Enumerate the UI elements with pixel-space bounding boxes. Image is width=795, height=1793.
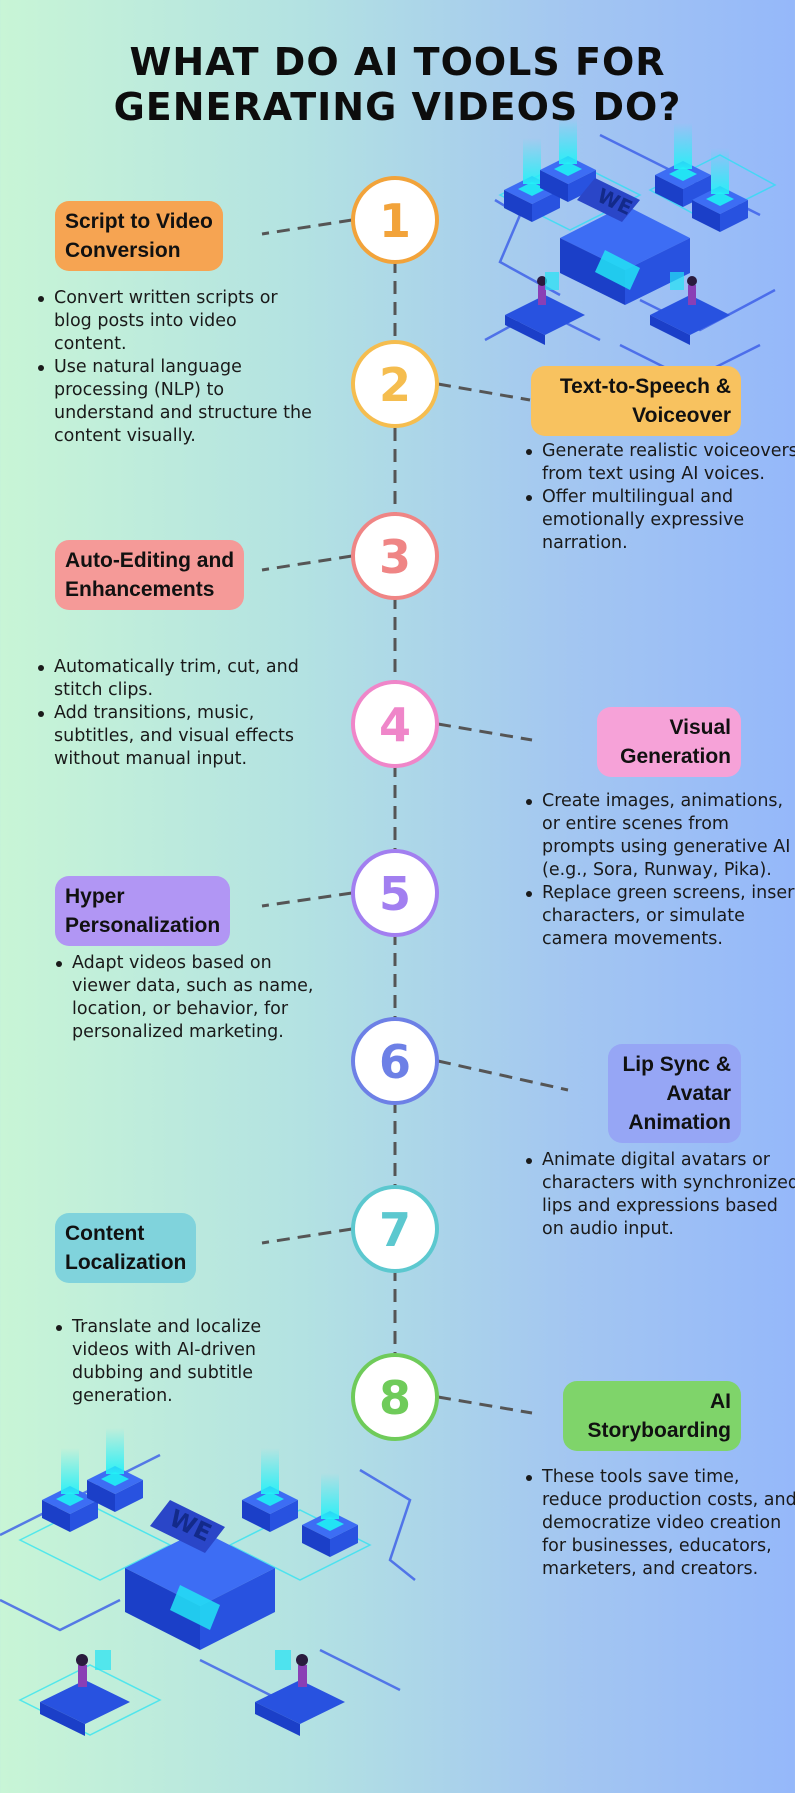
isometric-server-illustration-top: WE <box>484 118 777 382</box>
connector-1 <box>261 218 353 236</box>
step-circle-5: 5 <box>351 849 439 937</box>
step-number-2: 2 <box>379 358 411 412</box>
step-number-7: 7 <box>379 1203 411 1257</box>
connector-6 <box>437 1059 569 1092</box>
step-label-7-line-2: Localization <box>65 1251 187 1274</box>
circle-5-ring <box>351 849 439 937</box>
step-4-bullet-2: Replace green screens, insert characters… <box>526 882 795 951</box>
step-circle-2: 2 <box>351 340 439 428</box>
step-label-4-line-2: Generation <box>620 745 731 768</box>
title-line-1: WHAT DO AI TOOLS FOR <box>129 40 666 84</box>
connector-4 <box>437 722 533 742</box>
step-circle-8: 8 <box>351 1353 439 1441</box>
step-3-bullet-1: Automatically trim, cut, and stitch clip… <box>38 656 314 702</box>
step-number-5: 5 <box>379 867 411 921</box>
step-8-bullet-1: These tools save time, reduce production… <box>526 1466 795 1581</box>
step-1-bullet-1: Convert written scripts or blog posts in… <box>38 287 314 356</box>
step-label-6-line-2: Avatar <box>666 1082 731 1105</box>
step-6-bullet-1: Animate digital avatars or characters wi… <box>526 1149 795 1241</box>
step-number-4: 4 <box>379 698 411 752</box>
step-bullets-1: Convert written scripts or blog posts in… <box>34 287 314 448</box>
step-4-bullet-1: Create images, animations, or entire sce… <box>526 790 795 882</box>
step-2-bullet-2: Offer multilingual and emotionally expre… <box>526 486 795 555</box>
step-circle-7: 7 <box>351 1185 439 1273</box>
circle-3-ring <box>351 512 439 600</box>
step-bullets-5: Adapt videos based on viewer data, such … <box>52 952 322 1044</box>
step-label-4: Visual Generation <box>597 707 741 777</box>
step-label-2-line-1: Text-to-Speech & <box>559 375 731 398</box>
step-label-8-line-1: AI <box>710 1390 731 1413</box>
step-circle-4: 4 <box>351 680 439 768</box>
step-bullets-7: Translate and localize videos with AI-dr… <box>52 1316 322 1408</box>
step-bullets-2: Generate realistic voiceovers from text … <box>522 440 795 555</box>
step-label-1-line-1: Script to Video <box>65 210 213 233</box>
step-label-6-line-1: Lip Sync & <box>622 1053 731 1076</box>
step-label-4-line-1: Visual <box>669 716 731 739</box>
step-bullets-6: Animate digital avatars or characters wi… <box>522 1149 795 1241</box>
step-label-5-line-1: Hyper <box>65 885 125 908</box>
connector-8 <box>437 1395 533 1415</box>
connectors <box>261 218 569 1415</box>
circle-6-ring <box>351 1017 439 1105</box>
step-label-2: Text-to-Speech & Voiceover <box>531 366 741 436</box>
connector-2 <box>437 382 531 402</box>
isometric-server-illustration-bottom: WE <box>0 1428 416 1736</box>
step-5-bullet-1: Adapt videos based on viewer data, such … <box>56 952 322 1044</box>
step-label-3-line-1: Auto-Editing and <box>65 549 235 572</box>
step-label-1: Script to Video Conversion <box>55 201 223 271</box>
step-label-8: AI Storyboarding <box>563 1381 741 1451</box>
step-7-bullet-1: Translate and localize videos with AI-dr… <box>56 1316 322 1408</box>
connector-7 <box>261 1227 353 1245</box>
step-label-3: Auto-Editing and Enhancements <box>55 540 245 610</box>
step-number-6: 6 <box>379 1035 411 1089</box>
connector-5 <box>261 891 353 908</box>
step-number-8: 8 <box>379 1371 411 1425</box>
step-number-1: 1 <box>379 194 411 248</box>
step-label-5-line-2: Personalization <box>65 914 221 937</box>
step-label-2-line-2: Voiceover <box>632 404 731 427</box>
page-title: WHAT DO AI TOOLS FOR GENERATING VIDEOS D… <box>0 40 795 130</box>
step-2-bullet-1: Generate realistic voiceovers from text … <box>526 440 795 486</box>
step-label-6-line-3: Animation <box>628 1111 731 1134</box>
step-circle-6: 6 <box>351 1017 439 1105</box>
step-1-bullet-2: Use natural language processing (NLP) to… <box>38 356 314 448</box>
step-bullets-3: Automatically trim, cut, and stitch clip… <box>34 656 314 771</box>
circle-7-ring <box>351 1185 439 1273</box>
circle-4-ring <box>351 680 439 768</box>
step-label-7: Content Localization <box>55 1213 197 1283</box>
circle-2-ring <box>351 340 439 428</box>
step-label-1-line-2: Conversion <box>65 239 181 262</box>
step-label-8-line-2: Storyboarding <box>587 1419 731 1442</box>
title-line-2: GENERATING VIDEOS DO? <box>113 85 682 129</box>
step-3-bullet-2: Add transitions, music, subtitles, and v… <box>38 702 314 771</box>
step-label-5: Hyper Personalization <box>55 876 231 946</box>
circle-8-ring <box>351 1353 439 1441</box>
step-circle-3: 3 <box>351 512 439 600</box>
step-number-3: 3 <box>379 530 411 584</box>
step-label-3-line-2: Enhancements <box>65 578 215 601</box>
connector-3 <box>261 554 353 572</box>
step-label-6: Lip Sync & Avatar Animation <box>608 1044 741 1143</box>
step-circle-1: 1 <box>351 176 439 264</box>
step-label-7-line-1: Content <box>65 1222 145 1245</box>
step-bullets-4: Create images, animations, or entire sce… <box>522 790 795 951</box>
circle-1-ring <box>351 176 439 264</box>
step-bullets-8: These tools save time, reduce production… <box>522 1466 795 1581</box>
